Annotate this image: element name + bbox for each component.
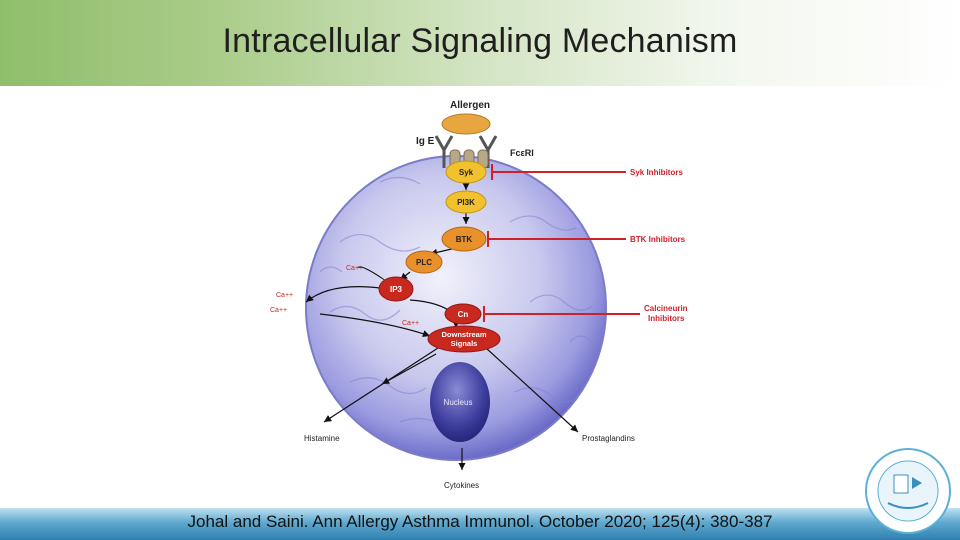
title-banner xyxy=(0,0,960,86)
receptor-label: FcεRI xyxy=(510,148,534,158)
btk-node xyxy=(441,226,487,252)
calcium-label-left-2: Ca++ xyxy=(270,307,287,314)
calcineurin-inhibitors-label-1: Calcineurin xyxy=(644,304,688,313)
downstream-label-2: Signals xyxy=(451,339,478,348)
nucleus xyxy=(430,362,490,442)
prostaglandins-label: Prostaglandins xyxy=(582,434,635,443)
btk-inhibitors-label: BTK Inhibitors xyxy=(630,235,686,244)
syk-inhibitors-label: Syk Inhibitors xyxy=(630,168,683,177)
allergen-label: Allergen xyxy=(450,100,490,111)
arrow-ip3-ca-left xyxy=(305,286,381,303)
cn-label: Cn xyxy=(458,310,469,319)
arrow-downstream-histamine xyxy=(323,347,439,423)
journal-logo xyxy=(865,448,951,534)
signaling-diagram: Allergen Ig E FcεRI Syk PI3K BTK PLC IP3 xyxy=(270,100,688,490)
syk-node xyxy=(445,160,487,184)
pi3k-node xyxy=(445,190,487,214)
allergen-icon xyxy=(441,113,491,135)
calcium-label-mid: Ca++ xyxy=(402,320,419,327)
slide-title: Intracellular Signaling Mechanism xyxy=(222,22,738,60)
arrow-ca-downstream xyxy=(319,313,431,338)
citation: Johal and Saini. Ann Allergy Asthma Immu… xyxy=(187,512,773,531)
footer-bar xyxy=(0,508,960,540)
calcineurin-inhibitors-label-2: Inhibitors xyxy=(648,314,685,323)
nucleus-label: Nucleus xyxy=(444,398,473,407)
syk-label: Syk xyxy=(459,168,474,177)
cytokines-label: Cytokines xyxy=(444,481,479,490)
calcium-label-left-1: Ca++ xyxy=(276,292,293,299)
histamine-label: Histamine xyxy=(304,434,340,443)
downstream-label-1: Downstream xyxy=(441,330,486,339)
ip3-node xyxy=(378,276,414,302)
arrow-downstream-prostaglandins xyxy=(485,347,579,433)
ige-label: Ig E xyxy=(416,136,435,147)
downstream-signals-node xyxy=(427,325,501,353)
book-icon xyxy=(893,474,909,494)
plc-label: PLC xyxy=(416,258,432,267)
btk-label: BTK xyxy=(456,235,473,244)
calcium-label-top: Ca++ xyxy=(346,265,363,272)
pi3k-label: PI3K xyxy=(457,198,475,207)
leaf-icon xyxy=(912,477,922,489)
cn-node xyxy=(444,303,482,325)
plc-node xyxy=(405,250,443,274)
ip3-label: IP3 xyxy=(390,285,403,294)
